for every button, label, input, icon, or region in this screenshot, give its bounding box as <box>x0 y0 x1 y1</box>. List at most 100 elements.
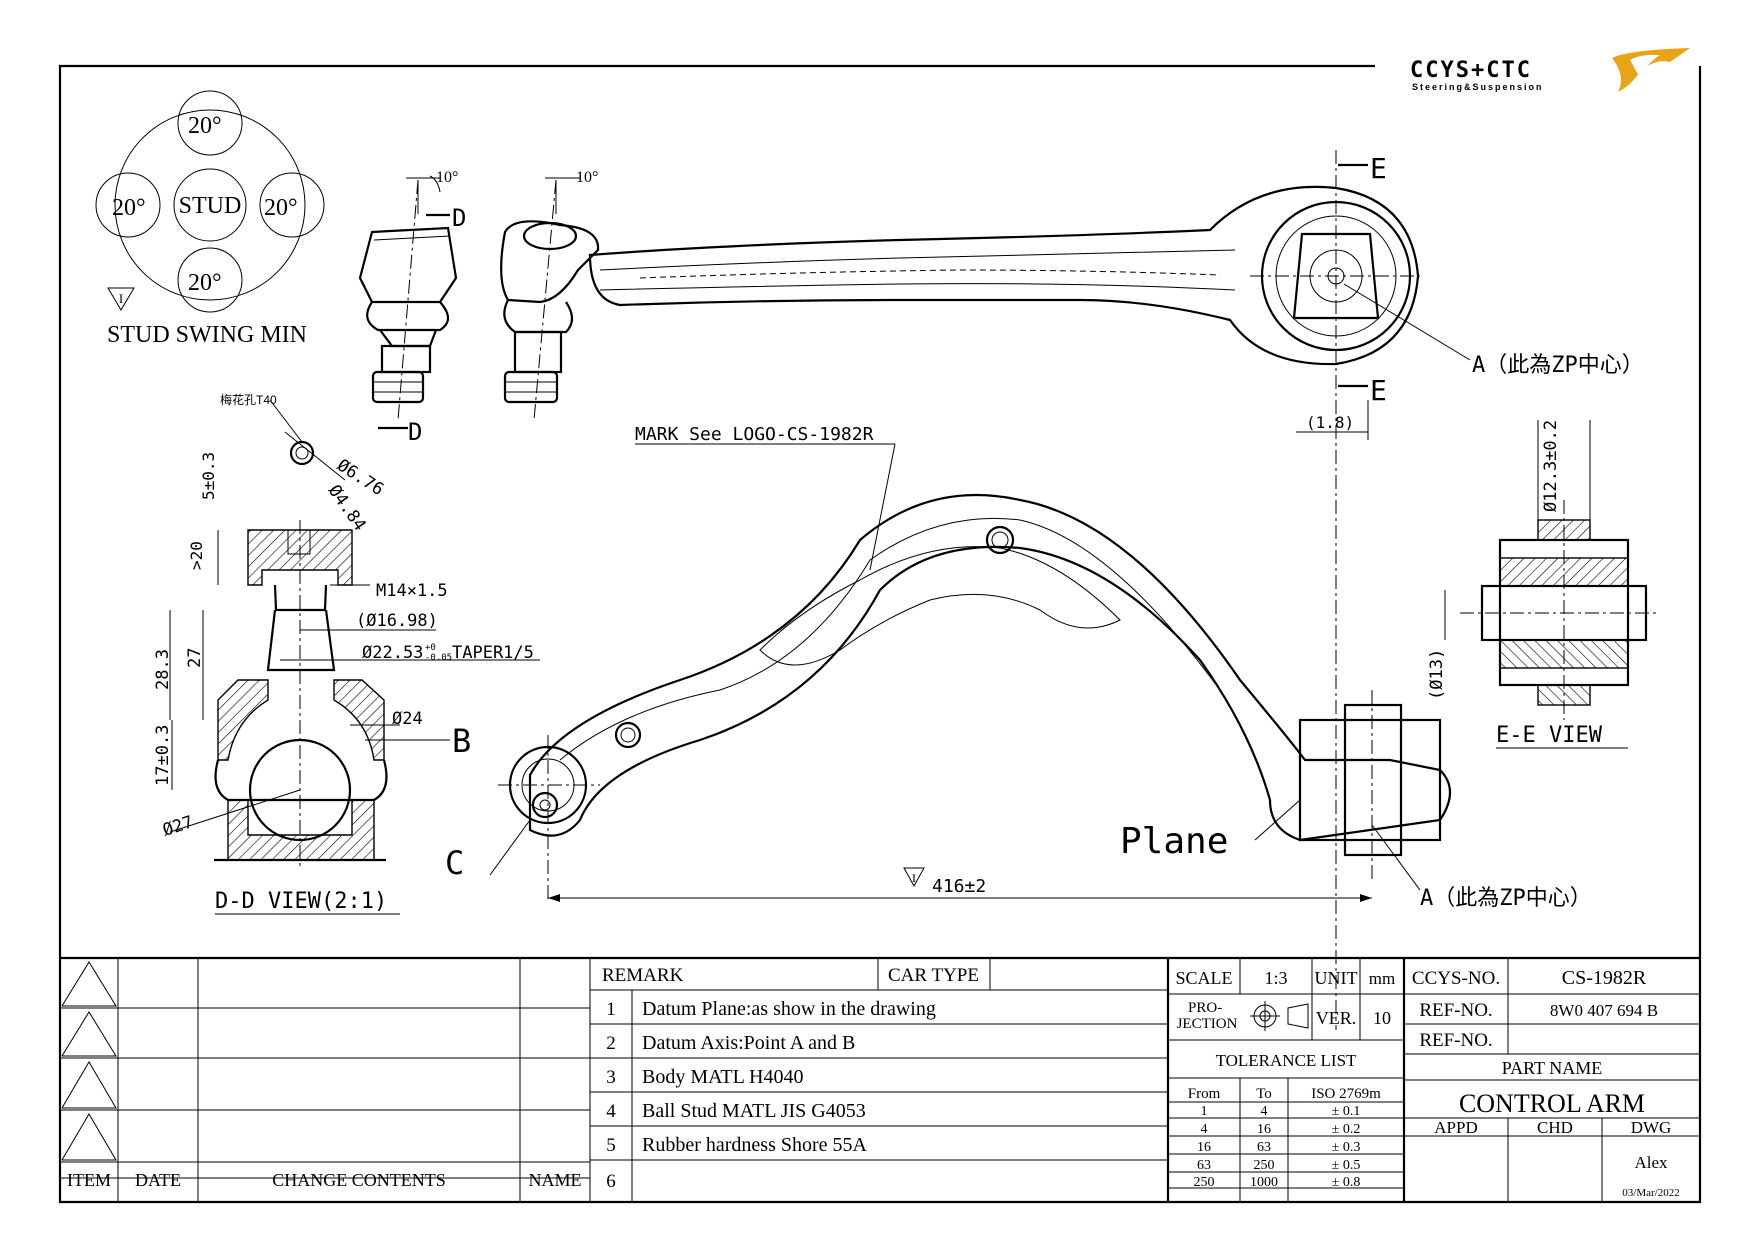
mark-note: MARK See LOGO-CS-1982R <box>635 424 874 445</box>
ref-no-value: 8W0 407 694 B <box>1550 1001 1658 1020</box>
dd-view-title: D-D VIEW(2:1) <box>215 889 387 914</box>
tol-to: 4 <box>1261 1104 1268 1119</box>
tol-to: 63 <box>1257 1140 1271 1155</box>
tol-col-iso: ISO 2769m <box>1311 1086 1381 1102</box>
projection-label: PRO- JECTION <box>1177 1000 1238 1032</box>
ee-section-view: Ø12.3±0.2 (Ø13) E-E VIEW <box>1427 420 1660 749</box>
swing-datum: I <box>119 291 123 306</box>
ver-label: VER. <box>1316 1008 1357 1028</box>
tol-value: ± 0.1 <box>1332 1104 1361 1119</box>
logo-name: CCYS+CTC <box>1410 58 1532 83</box>
remark-text: Body MATL H4040 <box>642 1066 803 1088</box>
part-name-label: PART NAME <box>1502 1058 1602 1078</box>
tolerance-title: TOLERANCE LIST <box>1216 1051 1357 1070</box>
col-name: NAME <box>529 1170 582 1190</box>
dim-416: 416±2 <box>932 876 986 897</box>
tol-to: 250 <box>1254 1158 1275 1173</box>
angle-label-1: 10° <box>436 169 458 186</box>
unit-value: mm <box>1369 969 1395 988</box>
remark-no: 4 <box>606 1101 616 1122</box>
tol-to: 16 <box>1257 1122 1271 1137</box>
tol-value: ± 0.3 <box>1332 1140 1361 1155</box>
tol-to: 1000 <box>1250 1175 1278 1190</box>
control-arm-main-view: A（此為ZP中心） (1.8) MARK See LOGO-CS-1982R B… <box>365 400 1592 911</box>
dim-16-98: (Ø16.98) <box>356 611 438 631</box>
main-datum: I <box>912 871 916 885</box>
col-date: DATE <box>135 1170 181 1190</box>
remark-text: Datum Plane:as show in the drawing <box>642 998 936 1020</box>
remark-no: 1 <box>606 999 616 1020</box>
datum-triangle-icon <box>107 287 135 311</box>
torx-label: 梅花孔T40 <box>220 392 277 407</box>
angle-label-2: 10° <box>576 169 598 186</box>
section-d-top: D <box>452 204 466 232</box>
ball-joint-side-view: 10° D D 10° <box>358 169 600 446</box>
dim-12-3: Ø12.3±0.2 <box>1541 420 1561 512</box>
swing-caption: STUD SWING MIN <box>107 322 307 348</box>
datum-triangle-main-icon <box>903 867 925 888</box>
ee-view-title: E-E VIEW <box>1496 723 1603 748</box>
dim-phi27: Ø27 <box>160 812 195 841</box>
stud-label: STUD <box>179 193 242 219</box>
col-item: ITEM <box>67 1170 111 1190</box>
ref-no2-label: REF-NO. <box>1419 1030 1492 1051</box>
tol-value: ± 0.2 <box>1332 1122 1361 1137</box>
dim-17: 17±0.3 <box>153 725 173 786</box>
section-e-bottom: E <box>1370 374 1387 407</box>
dim-27: 27 <box>185 648 205 668</box>
remark-no: 6 <box>606 1171 616 1192</box>
drawing-border <box>58 64 1702 1204</box>
dim-13: (Ø13) <box>1427 649 1447 700</box>
chd-label: CHD <box>1537 1118 1573 1137</box>
ccys-no-value: CS-1982R <box>1562 967 1647 989</box>
dim-28-3: 28.3 <box>153 649 173 690</box>
ccys-no-label: CCYS-NO. <box>1412 968 1500 989</box>
dim-taper-tol-down: -0.05 <box>425 653 452 663</box>
tol-from: 1 <box>1201 1104 1208 1119</box>
tol-from: 4 <box>1201 1122 1208 1137</box>
section-e-top: E <box>1370 152 1387 185</box>
remark-no: 2 <box>606 1033 616 1054</box>
remark-no: 5 <box>606 1135 616 1156</box>
tol-col-to: To <box>1256 1086 1272 1102</box>
projection-symbol-icon <box>1250 1001 1309 1031</box>
ver-value: 10 <box>1373 1008 1391 1028</box>
logo-swoosh-icon <box>1612 48 1690 92</box>
dim-taper-tol-up: +0 <box>425 643 436 653</box>
change-table: ITEM DATE CHANGE CONTENTS NAME <box>67 1170 582 1190</box>
point-a-top: A（此為ZP中心） <box>1472 353 1644 378</box>
plane-label: Plane <box>1120 821 1228 862</box>
drawing-date: 03/Mar/2022 <box>1622 1187 1679 1199</box>
remark-no: 3 <box>606 1067 616 1088</box>
remark-text: Rubber hardness Shore 55A <box>642 1134 868 1156</box>
swing-top: 20° <box>188 113 222 139</box>
dwg-label: DWG <box>1631 1118 1672 1137</box>
dim-thread: M14×1.5 <box>376 581 448 601</box>
swing-bottom: 20° <box>188 270 222 296</box>
col-change-contents: CHANGE CONTENTS <box>272 1170 446 1190</box>
dim-1-8: (1.8) <box>1306 413 1354 432</box>
dim-taper-label: TAPER1/5 <box>452 643 534 663</box>
swing-left: 20° <box>112 195 146 221</box>
dim-5: 5±0.3 <box>199 452 218 500</box>
logo-tagline: Steering&Suspension <box>1412 82 1544 92</box>
tol-col-from: From <box>1188 1086 1221 1102</box>
company-logo: CCYS+CTC Steering&Suspension <box>1410 48 1690 92</box>
swing-right: 20° <box>264 195 298 221</box>
dim-phi24: Ø24 <box>392 709 423 729</box>
car-type-label: CAR TYPE <box>888 965 979 986</box>
remark-text: Ball Stud MATL JIS G4053 <box>642 1100 866 1122</box>
appd-label: APPD <box>1434 1118 1477 1137</box>
point-c: C <box>445 844 464 882</box>
tol-value: ± 0.8 <box>1332 1175 1361 1190</box>
tol-from: 63 <box>1197 1158 1211 1173</box>
dd-section-view: 梅花孔T40 Ø6.76 Ø4.84 5±0.3 >20 M14×1.5 (Ø1… <box>153 392 540 915</box>
remarks-table: REMARK CAR TYPE 1 Datum Plane:as show in… <box>602 965 979 1192</box>
stud-swing-diagram: STUD 20° 20° 20° 20° I STUD SWING MIN <box>95 90 325 348</box>
ref-no-label: REF-NO. <box>1419 1000 1492 1021</box>
part-name-value: CONTROL ARM <box>1459 1089 1645 1118</box>
tol-from: 250 <box>1194 1175 1215 1190</box>
remark-header: REMARK <box>602 965 684 986</box>
scale-label: SCALE <box>1175 968 1232 988</box>
title-block <box>60 956 1700 1202</box>
